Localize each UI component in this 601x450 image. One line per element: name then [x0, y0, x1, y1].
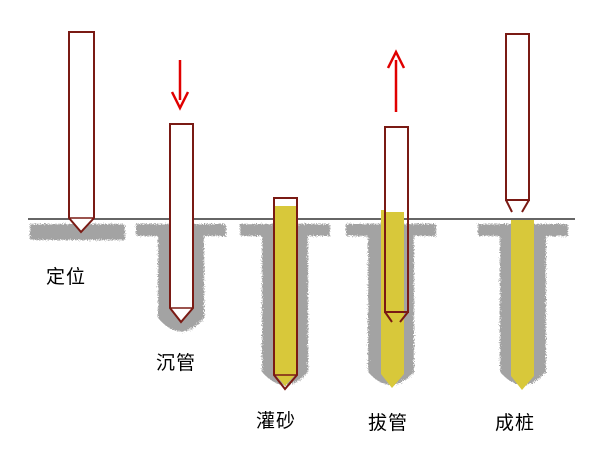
step-position	[30, 31, 125, 240]
soil-strip	[30, 224, 125, 240]
step-extract	[346, 49, 436, 388]
step-finished-pile	[478, 33, 568, 390]
sand-column	[381, 210, 404, 388]
pipe	[273, 197, 298, 391]
step-label-sink: 沉管	[156, 352, 197, 374]
pipe	[169, 123, 194, 324]
pipe-inner-above-ground	[386, 128, 407, 212]
step-label-fill-sand: 灌砂	[256, 410, 297, 432]
step-label-extract: 拔管	[368, 412, 409, 434]
pipe-shoe-open	[384, 311, 409, 323]
pipe	[68, 31, 95, 234]
step-label-position: 定位	[46, 266, 87, 288]
pipe	[505, 33, 530, 201]
up-arrow-icon	[386, 49, 406, 112]
down-arrow-icon	[170, 60, 190, 111]
pipe-shoe-open	[505, 199, 530, 213]
sand-pile	[511, 220, 534, 390]
step-sink	[136, 60, 226, 332]
step-label-finished-pile: 成桩	[495, 412, 536, 434]
sand-fill	[275, 206, 296, 386]
step-fill-sand	[240, 197, 330, 391]
